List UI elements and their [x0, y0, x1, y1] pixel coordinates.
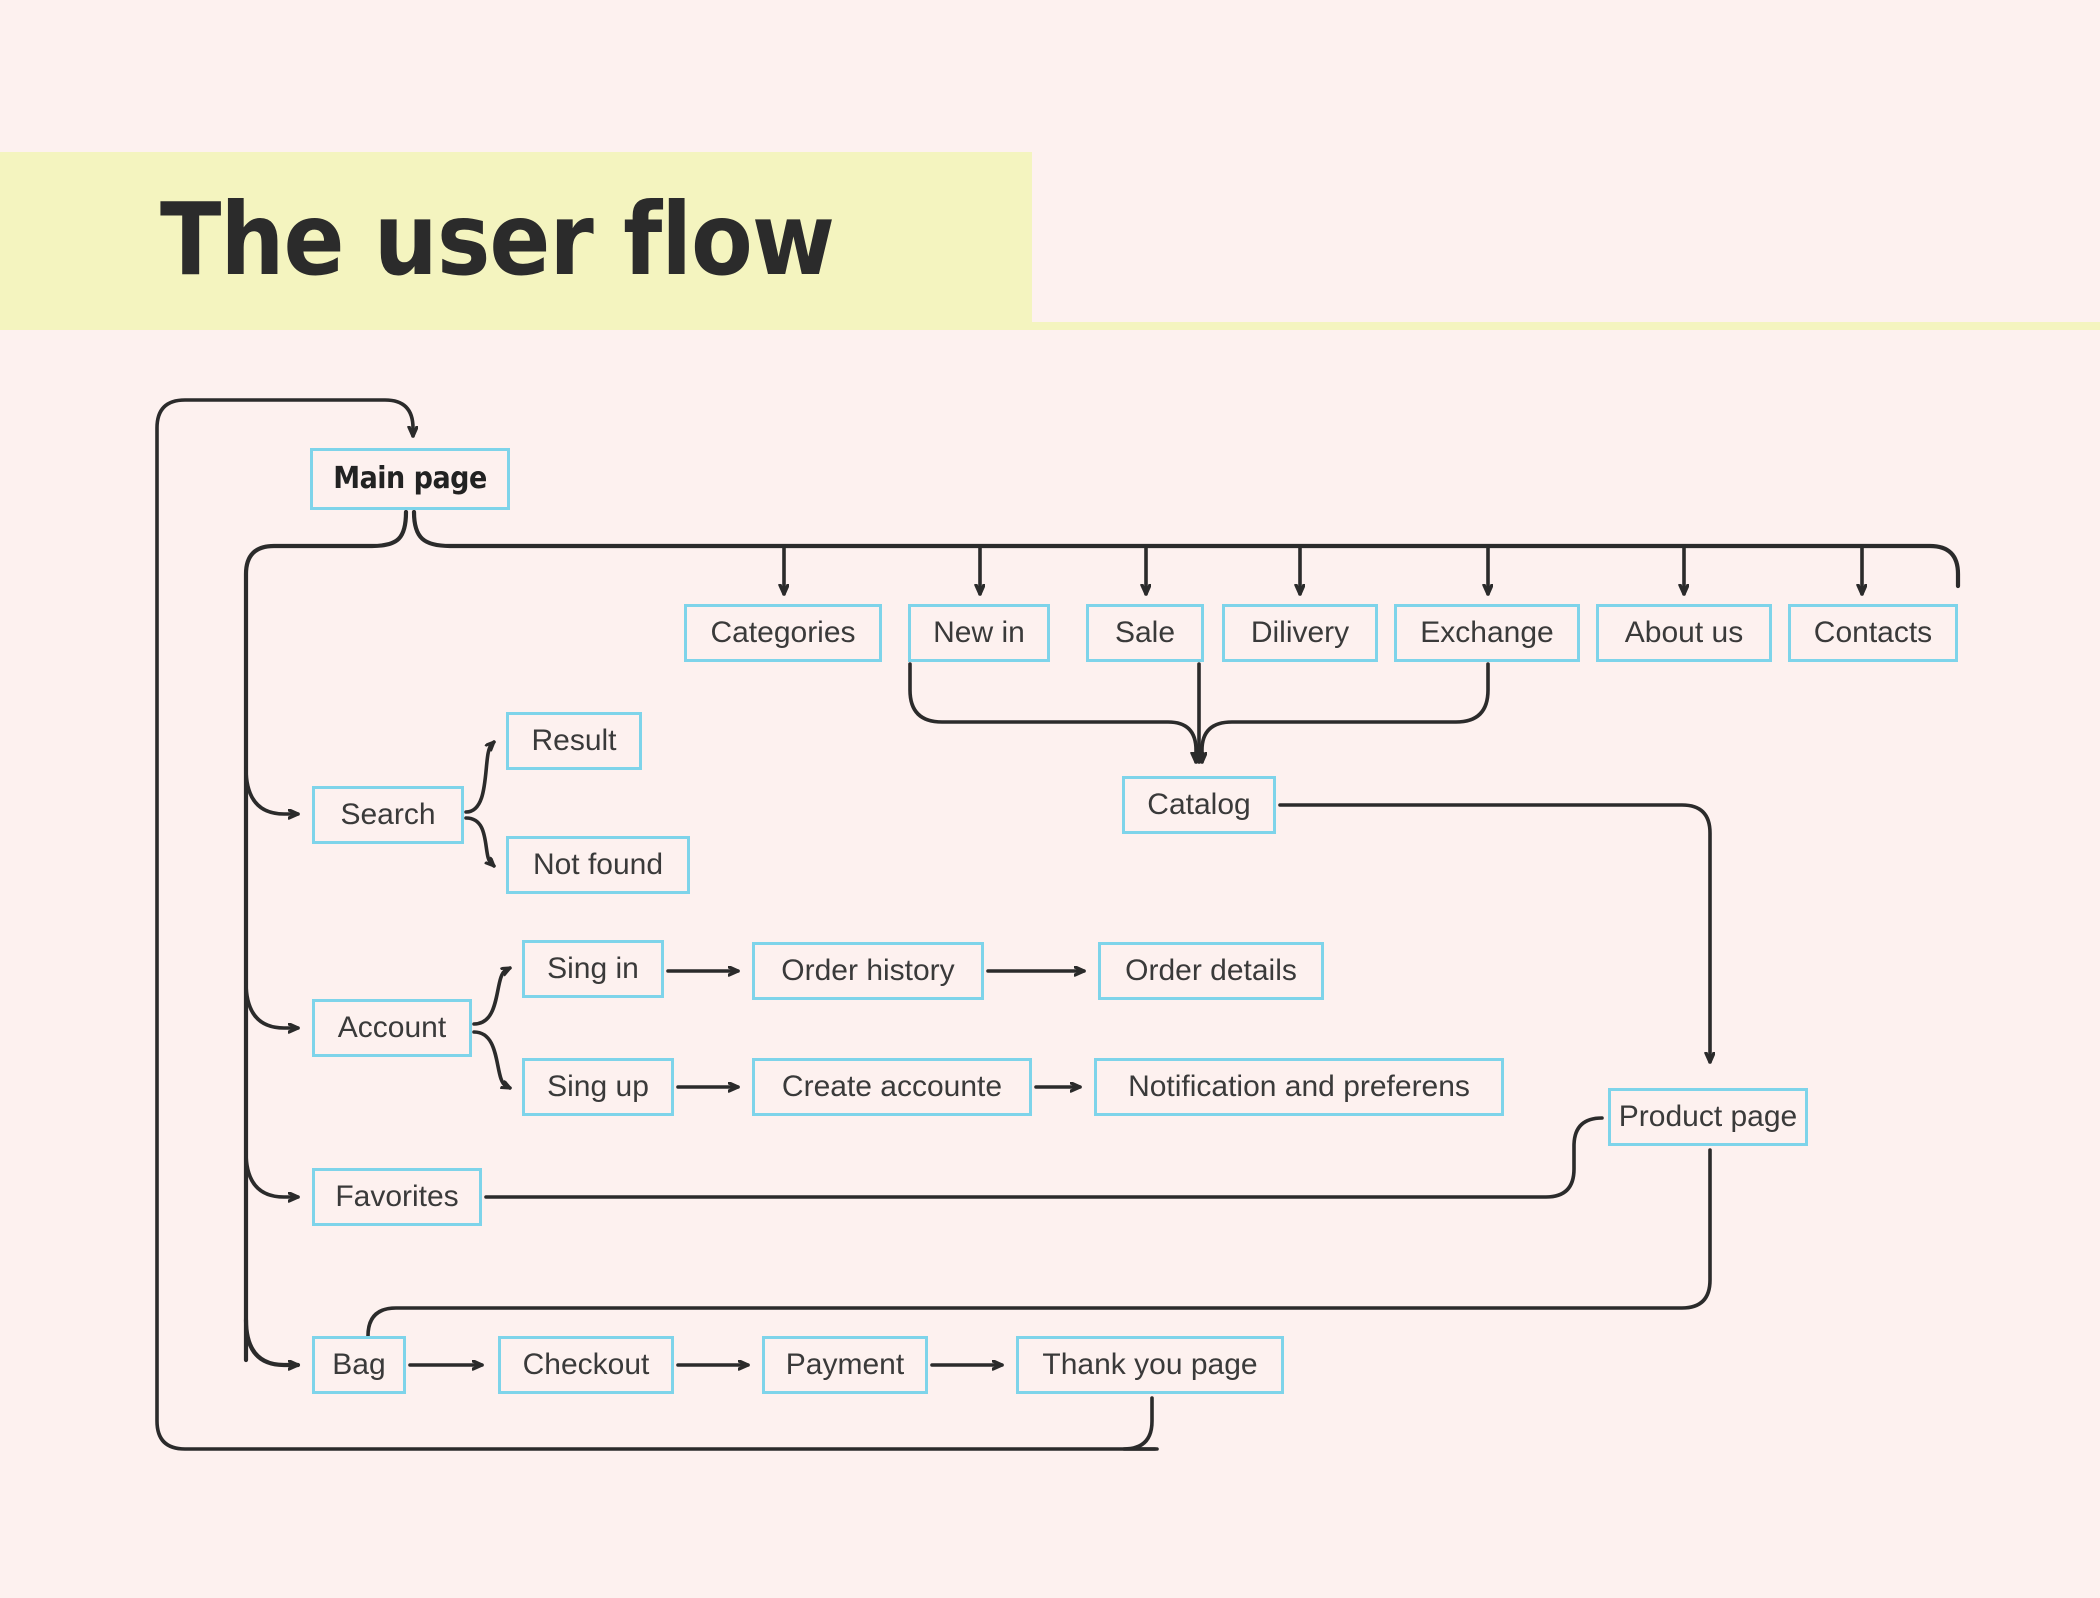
node-label: Favorites [335, 1180, 459, 1213]
node-label: Main page [333, 461, 487, 496]
node-contacts[interactable]: Contacts [1788, 604, 1958, 662]
edge-catalog-product-page [1278, 803, 1710, 1064]
node-label: Categories [710, 616, 856, 649]
edge-search-result [464, 740, 496, 814]
node-label: About us [1624, 616, 1744, 649]
title-banner-rule [1032, 322, 2100, 330]
node-label: Sing in [547, 952, 639, 985]
node-label: Not found [532, 848, 664, 881]
node-thank-you-page[interactable]: Thank you page [1016, 1336, 1284, 1394]
node-result[interactable]: Result [506, 712, 642, 770]
node-label: Product page [1618, 1100, 1798, 1133]
node-label: Payment [785, 1348, 905, 1381]
node-search[interactable]: Search [312, 786, 464, 844]
node-label: Bag [332, 1348, 386, 1381]
node-catalog[interactable]: Catalog [1122, 776, 1276, 834]
node-favorites[interactable]: Favorites [312, 1168, 482, 1226]
node-label: Order details [1125, 954, 1297, 987]
title-banner [0, 152, 1032, 330]
node-label: Notification and preferens [1128, 1070, 1470, 1103]
node-about-us[interactable]: About us [1596, 604, 1772, 662]
node-exchange[interactable]: Exchange [1394, 604, 1580, 662]
node-checkout[interactable]: Checkout [498, 1336, 674, 1394]
node-label: Dilivery [1250, 616, 1350, 649]
node-categories[interactable]: Categories [684, 604, 882, 662]
node-order-history[interactable]: Order history [752, 942, 984, 1000]
node-order-details[interactable]: Order details [1098, 942, 1324, 1000]
node-account[interactable]: Account [312, 999, 472, 1057]
node-create-accounte[interactable]: Create accounte [752, 1058, 1032, 1116]
edge-main-to-spine [243, 509, 409, 1363]
node-dilivery[interactable]: Dilivery [1222, 604, 1378, 662]
node-product-page[interactable]: Product page [1608, 1088, 1808, 1146]
node-label: Checkout [522, 1348, 650, 1381]
node-bag[interactable]: Bag [312, 1336, 406, 1394]
edge-main-to-nav-bus [411, 509, 1961, 589]
edge-product-page-bag-line [368, 1148, 1712, 1350]
node-notification-and-preferens[interactable]: Notification and preferens [1094, 1058, 1504, 1116]
node-sale[interactable]: Sale [1086, 604, 1204, 662]
edge-exchange-catalog [1202, 662, 1490, 764]
node-label: Thank you page [1042, 1348, 1258, 1381]
edge-favorites-product-page [484, 1116, 1604, 1199]
node-label: Account [337, 1011, 447, 1044]
edge-search-not-found [464, 816, 496, 868]
node-label: Search [340, 798, 436, 831]
node-label: Result [531, 724, 617, 757]
node-not-found[interactable]: Not found [506, 836, 690, 894]
edge-sale-catalog [1155, 664, 1199, 762]
node-new-in[interactable]: New in [908, 604, 1050, 662]
page-title: The user flow [160, 181, 835, 298]
edge-spine-favorites [244, 1150, 300, 1197]
edge-spine-search [244, 766, 300, 814]
node-label: Order history [781, 954, 955, 987]
node-label: Catalog [1147, 788, 1251, 821]
edge-new-in-catalog [908, 662, 1196, 764]
edge-spine-account [244, 980, 300, 1028]
node-label: Exchange [1420, 616, 1554, 649]
node-label: Create accounte [781, 1070, 1003, 1103]
node-main-page[interactable]: Main page [310, 448, 510, 510]
node-label: Sing up [547, 1070, 649, 1103]
node-sing-in[interactable]: Sing in [522, 940, 664, 998]
node-payment[interactable]: Payment [762, 1336, 928, 1394]
edge-return-loop [155, 398, 1157, 1451]
node-label: New in [933, 616, 1025, 649]
node-label: Sale [1114, 616, 1176, 649]
edge-thank-you-return [1122, 1396, 1159, 1451]
edge-account-sing-up [472, 1030, 512, 1090]
edge-spine-bag [243, 1317, 301, 1365]
edge-account-sing-in [472, 966, 512, 1026]
node-sing-up[interactable]: Sing up [522, 1058, 674, 1116]
node-label: Contacts [1813, 616, 1933, 649]
